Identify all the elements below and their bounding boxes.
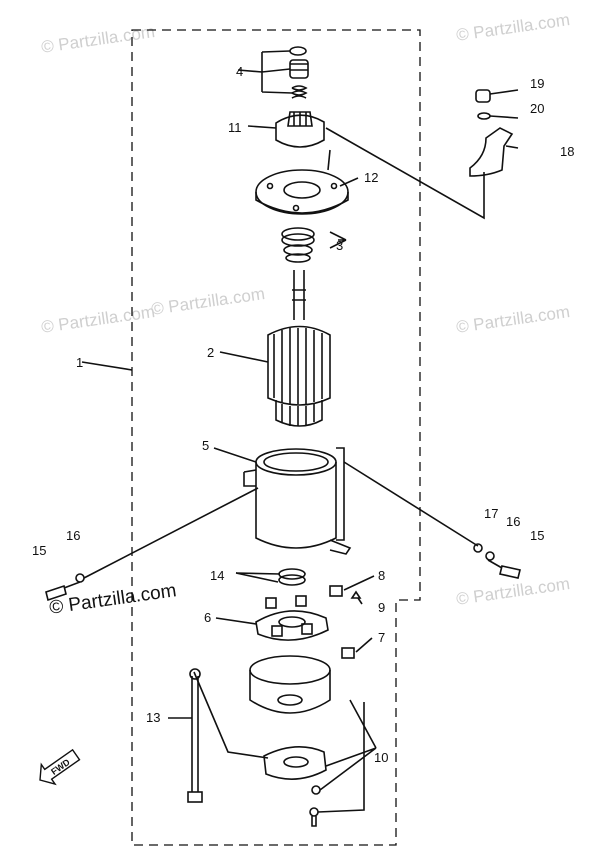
callout-7: 7	[378, 630, 385, 645]
callout-11: 11	[228, 120, 242, 135]
callout-5: 5	[202, 438, 209, 453]
callout-2: 2	[207, 345, 214, 360]
callout-16-right: 16	[506, 514, 520, 529]
callout-15-right: 15	[530, 528, 544, 543]
callout-19: 19	[530, 76, 544, 91]
callout-8: 8	[378, 568, 385, 583]
callout-10: 10	[374, 750, 388, 765]
callout-1: 1	[76, 355, 83, 370]
callout-13: 13	[146, 710, 160, 725]
callout-4: 4	[236, 64, 243, 79]
callout-15-left: 15	[32, 543, 46, 558]
assembly-boundary	[131, 29, 421, 846]
callout-6: 6	[204, 610, 211, 625]
callout-9: 9	[378, 600, 385, 615]
callout-16-left: 16	[66, 528, 80, 543]
callout-14: 14	[210, 568, 224, 583]
callout-labels: 1 2 3 4 5 6 7 8 9 10 11 12 13 14 15 15 1…	[32, 64, 574, 765]
callout-17: 17	[484, 506, 498, 521]
fwd-arrow-icon: FWD	[39, 748, 81, 786]
callout-20: 20	[530, 101, 544, 116]
fwd-label: FWD	[49, 757, 72, 777]
callout-18: 18	[560, 144, 574, 159]
callout-3: 3	[336, 238, 343, 253]
callout-12: 12	[364, 170, 378, 185]
